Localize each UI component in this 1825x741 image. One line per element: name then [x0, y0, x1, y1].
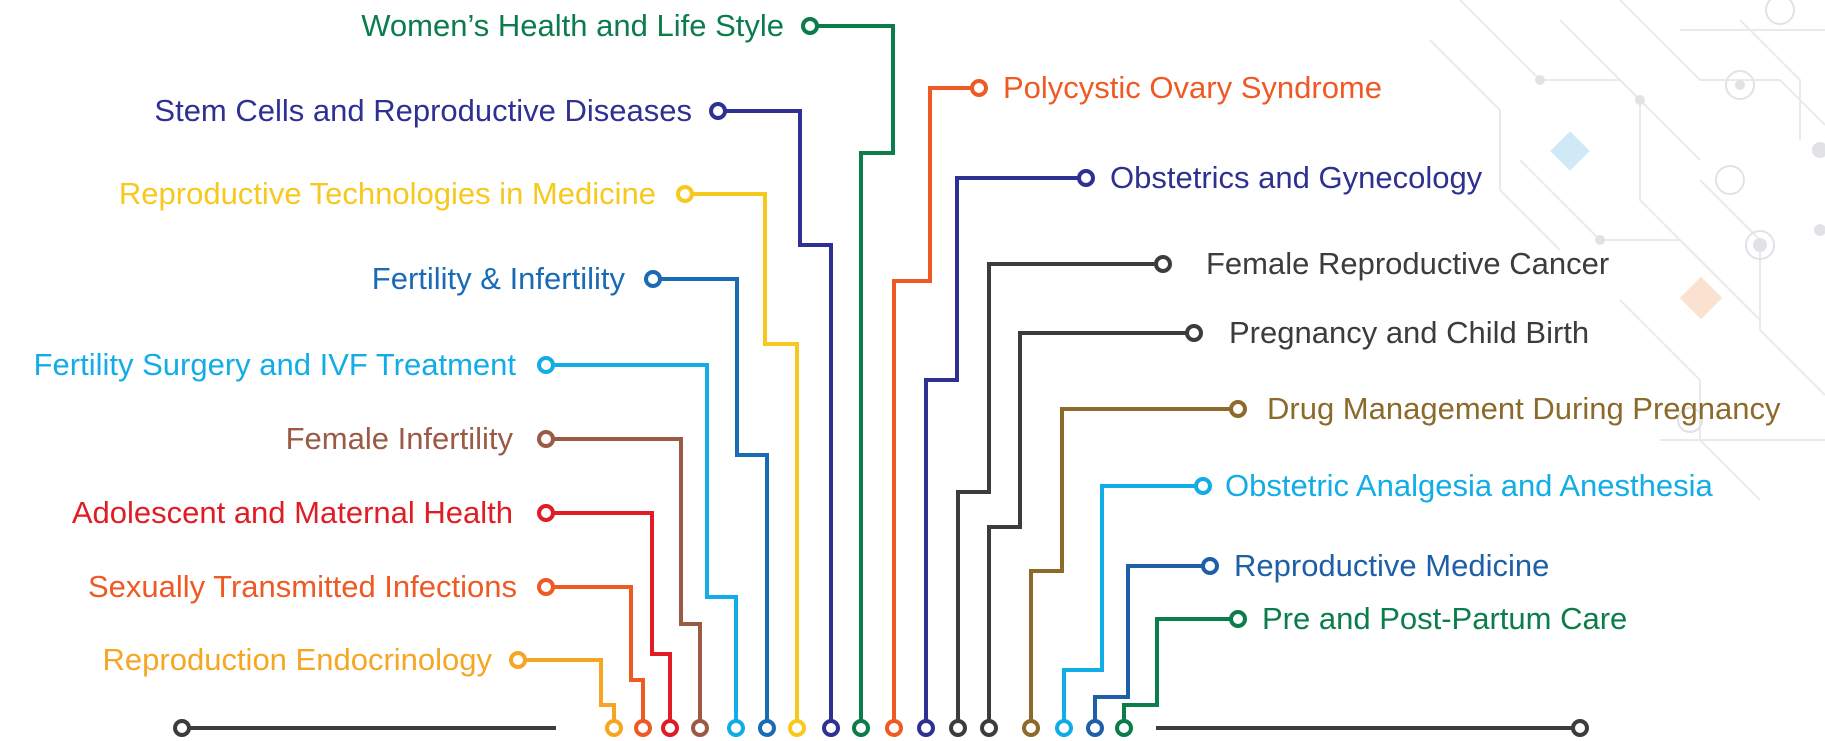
- left-label-node-2: [676, 185, 694, 203]
- right-label-node-0: [970, 79, 988, 97]
- right-label-node-1: [1077, 169, 1095, 187]
- right-connector-5: [1062, 484, 1203, 721]
- right-base-node-3: [980, 719, 998, 737]
- left-label-node-0: [801, 17, 819, 35]
- left-base-node-8: [605, 719, 623, 737]
- left-connector-4: [546, 363, 738, 721]
- left-topic-label-6: Adolescent and Maternal Health: [71, 495, 513, 530]
- baseline-left-end-node: [173, 719, 191, 737]
- right-connector-1: [924, 176, 1086, 721]
- right-label-node-3: [1185, 324, 1203, 342]
- right-base-node-0: [885, 719, 903, 737]
- right-label-node-4: [1229, 400, 1247, 418]
- left-base-node-5: [691, 719, 709, 737]
- right-connector-2: [956, 262, 1163, 721]
- right-connector-7: [1122, 617, 1238, 721]
- right-connector-6: [1093, 564, 1210, 721]
- right-label-node-7: [1229, 610, 1247, 628]
- right-connector-0: [892, 86, 979, 721]
- topic-connectors: [509, 17, 1247, 737]
- right-connector-3: [987, 331, 1194, 721]
- right-base-node-7: [1115, 719, 1133, 737]
- left-base-node-2: [788, 719, 806, 737]
- baseline-right-end-node: [1571, 719, 1589, 737]
- left-base-node-0: [852, 719, 870, 737]
- left-topic-label-0: Women’s Health and Life Style: [361, 8, 784, 43]
- right-label-node-2: [1154, 255, 1172, 273]
- left-label-node-5: [537, 430, 555, 448]
- left-topic-label-7: Sexually Transmitted Infections: [87, 569, 517, 604]
- right-base-node-6: [1086, 719, 1104, 737]
- left-connector-6: [546, 511, 672, 721]
- right-label-node-6: [1201, 557, 1219, 575]
- right-topic-label-2: Female Reproductive Cancer: [1206, 246, 1610, 281]
- left-topic-label-2: Reproductive Technologies in Medicine: [118, 176, 656, 211]
- left-connector-8: [518, 658, 616, 721]
- right-topic-label-3: Pregnancy and Child Birth: [1229, 315, 1590, 350]
- left-topic-label-4: Fertility Surgery and IVF Treatment: [33, 347, 516, 382]
- left-connector-2: [685, 192, 799, 721]
- left-label-node-4: [537, 356, 555, 374]
- right-topic-label-4: Drug Management During Pregnancy: [1267, 391, 1781, 426]
- left-label-node-6: [537, 504, 555, 522]
- right-label-node-5: [1194, 477, 1212, 495]
- left-topic-label-5: Female Infertility: [285, 421, 513, 456]
- right-topic-label-1: Obstetrics and Gynecology: [1110, 160, 1483, 195]
- right-topic-label-0: Polycystic Ovary Syndrome: [1003, 70, 1382, 105]
- right-base-node-4: [1022, 719, 1040, 737]
- right-connector-4: [1029, 407, 1238, 721]
- right-base-node-2: [949, 719, 967, 737]
- left-base-node-3: [758, 719, 776, 737]
- left-base-node-7: [634, 719, 652, 737]
- left-base-node-1: [822, 719, 840, 737]
- left-base-node-6: [661, 719, 679, 737]
- right-base-node-1: [917, 719, 935, 737]
- left-connector-0: [810, 24, 895, 721]
- left-connector-7: [546, 585, 645, 721]
- left-label-node-7: [537, 578, 555, 596]
- left-label-node-3: [644, 270, 662, 288]
- left-topic-label-1: Stem Cells and Reproductive Diseases: [154, 93, 692, 128]
- left-topic-label-3: Fertility & Infertility: [371, 261, 625, 296]
- left-connector-1: [718, 109, 833, 721]
- left-connector-3: [653, 277, 769, 721]
- left-label-node-1: [709, 102, 727, 120]
- left-base-node-4: [727, 719, 745, 737]
- right-base-node-5: [1055, 719, 1073, 737]
- left-label-node-8: [509, 651, 527, 669]
- left-topic-label-8: Reproduction Endocrinology: [102, 642, 492, 677]
- right-topic-label-5: Obstetric Analgesia and Anesthesia: [1225, 468, 1713, 503]
- right-topic-label-7: Pre and Post-Partum Care: [1262, 601, 1628, 636]
- right-topic-label-6: Reproductive Medicine: [1234, 548, 1550, 583]
- left-connector-5: [546, 437, 702, 721]
